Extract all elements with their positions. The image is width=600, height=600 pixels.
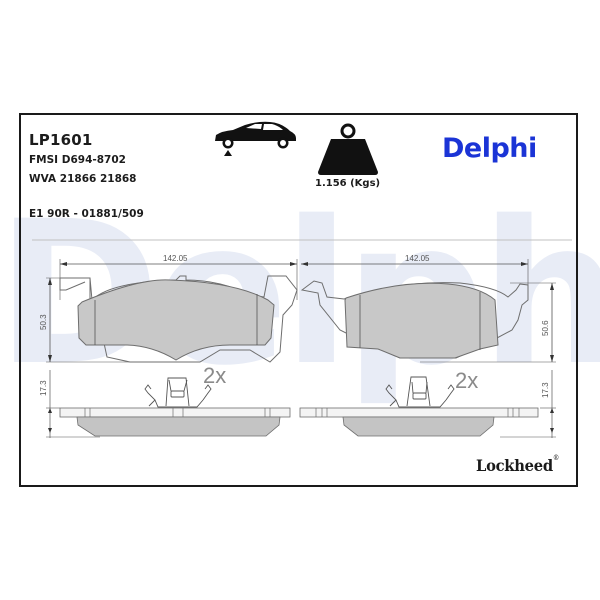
left-pad-front-view: 142.05 50.3 [39,254,298,363]
right-pad-height-label: 50.6 [541,320,550,336]
wva-code: WVA 21866 21868 [29,173,137,185]
left-pad-height-label: 50.3 [39,314,48,330]
left-pad-quantity-label: 2x [203,363,226,388]
weight-label: 1.156 (Kgs) [315,178,381,189]
registered-mark: ® [552,454,560,462]
right-pad-side-view: 17.3 2x [299,368,556,438]
left-pad-side-view: 17.3 2x [39,363,291,438]
lockheed-logo: Lockheed® [476,454,560,475]
fmsi-code: FMSI D694-8702 [29,154,126,166]
lockheed-text: Lockheed [476,456,553,475]
right-pad-clip [385,376,455,408]
left-pad-width-label: 142.05 [163,254,188,263]
right-pad-thickness-label: 17.3 [541,382,550,398]
ece-approval: E1 90R - 01881/509 [29,208,144,220]
left-pad-clip [144,377,212,408]
right-pad-front-view: 142.05 50.6 [300,254,556,363]
right-pad-quantity-label: 2x [455,368,478,393]
part-number: LP1601 [29,131,93,149]
delphi-logo: Delphi [442,133,537,164]
right-pad-width-label: 142.05 [405,254,430,263]
left-pad-thickness-label: 17.3 [39,380,48,396]
spec-frame [19,113,578,487]
